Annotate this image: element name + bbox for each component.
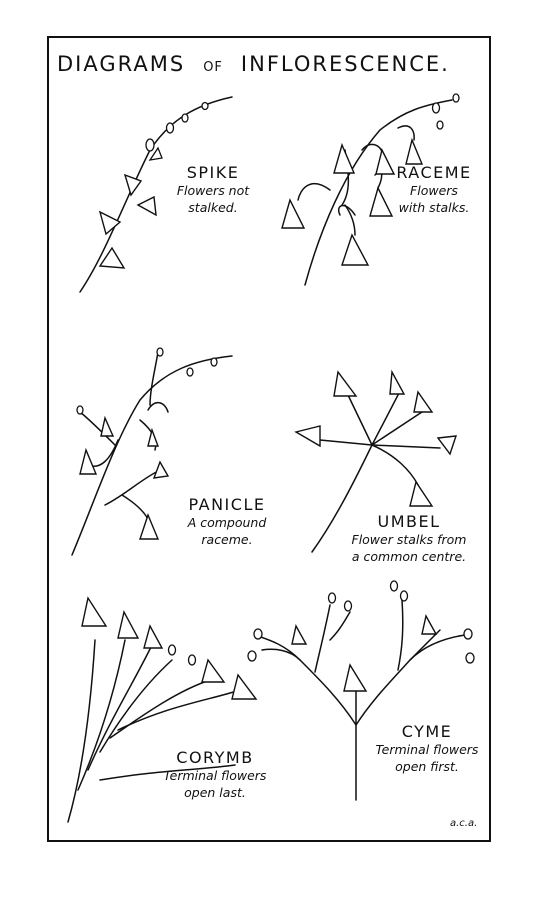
umbel-flower	[436, 435, 458, 456]
cyme-bud	[247, 650, 257, 662]
panicle-desc-line1: A compound	[187, 515, 267, 530]
cyme-bud	[399, 590, 409, 602]
panicle-flower	[152, 460, 170, 479]
spike-flower	[123, 173, 143, 197]
raceme-bud	[436, 120, 444, 130]
panicle-label: PANICLE A compound raceme.	[162, 495, 292, 548]
corymb-desc-line2: open last.	[184, 785, 246, 800]
panicle-name: PANICLE	[188, 495, 266, 514]
umbel-label: UMBEL Flower stalks from a common centre…	[334, 512, 484, 565]
panicle-bud	[156, 347, 164, 357]
panicle-desc-line2: raceme.	[201, 532, 253, 547]
corymb-diagram	[67, 596, 258, 823]
cyme-desc-line2: open first.	[395, 759, 459, 774]
cyme-flower	[343, 663, 368, 692]
raceme-desc-line1: Flowers	[410, 183, 458, 198]
raceme-flower	[375, 147, 396, 175]
corymb-name: CORYMB	[176, 748, 254, 767]
title-main: DIAGRAMS	[57, 52, 186, 76]
umbel-flower	[389, 369, 406, 395]
corymb-flower	[231, 673, 258, 700]
raceme-bud	[431, 102, 441, 114]
cyme-flower	[291, 624, 308, 645]
artist-signature: a.c.a.	[450, 818, 478, 829]
spike-desc-line2: stalked.	[188, 200, 238, 215]
spike-diagram	[79, 96, 233, 293]
umbel-flower	[294, 425, 321, 448]
panicle-flower	[147, 427, 160, 447]
spike-name: SPIKE	[186, 163, 240, 182]
corymb-flower	[81, 596, 108, 627]
umbel-desc-line2: a common centre.	[351, 549, 467, 564]
raceme-flower	[405, 137, 424, 165]
panicle-bud	[210, 357, 218, 367]
panicle-bud	[186, 367, 194, 377]
raceme-bud	[452, 93, 460, 103]
raceme-flower	[341, 233, 370, 266]
title-subject: INFLORESCENCE.	[240, 52, 450, 76]
title-of: OF	[203, 60, 223, 75]
corymb-flower	[117, 610, 140, 639]
spike-flower	[98, 210, 122, 236]
umbel-flower	[333, 370, 358, 397]
raceme-name: RACEME	[396, 163, 472, 182]
cyme-bud	[389, 580, 399, 592]
cyme-diagram	[247, 580, 475, 801]
umbel-diagram	[294, 369, 458, 553]
spike-bud	[148, 146, 163, 161]
cyme-bud	[343, 600, 353, 612]
spike-desc-line1: Flowers not	[176, 183, 250, 198]
umbel-flower	[413, 390, 434, 413]
panicle-flower	[139, 513, 160, 540]
spike-bud	[201, 101, 209, 111]
umbel-flower	[409, 480, 434, 507]
panicle-flower	[79, 447, 98, 475]
corymb-flower	[201, 658, 226, 683]
umbel-name: UMBEL	[377, 512, 441, 531]
spike-flower	[98, 246, 126, 269]
panicle-diagram	[71, 347, 233, 556]
raceme-flower	[333, 142, 356, 174]
spike-flower	[136, 195, 157, 217]
spike-label: SPIKE Flowers not stalked.	[158, 163, 268, 216]
plate-title: DIAGRAMS OF INFLORESCENCE.	[57, 52, 450, 76]
raceme-desc-line2: with stalks.	[398, 200, 470, 215]
plate-frame	[47, 36, 491, 842]
corymb-label: CORYMB Terminal flowers open last.	[150, 748, 280, 801]
panicle-bud	[76, 405, 84, 415]
cyme-label: CYME Terminal flowers open first.	[362, 722, 492, 775]
spike-bud	[165, 122, 175, 134]
spike-bud	[145, 138, 155, 152]
corymb-bud	[167, 644, 177, 656]
cyme-name: CYME	[401, 722, 453, 741]
cyme-desc-line1: Terminal flowers	[375, 742, 479, 757]
corymb-desc-line1: Terminal flowers	[163, 768, 267, 783]
raceme-label: RACEME Flowers with stalks.	[380, 163, 488, 216]
corymb-bud	[187, 654, 197, 666]
umbel-desc-line1: Flower stalks from	[351, 532, 467, 547]
spike-bud	[181, 113, 189, 123]
raceme-flower	[281, 198, 306, 229]
raceme-flower	[369, 186, 394, 217]
cyme-flower	[421, 614, 438, 635]
cyme-bud	[327, 592, 337, 604]
raceme-diagram	[281, 93, 460, 286]
cyme-bud	[253, 628, 263, 640]
cyme-bud	[463, 628, 473, 640]
panicle-flower	[100, 415, 115, 437]
cyme-bud	[465, 652, 475, 664]
corymb-flower	[143, 624, 164, 649]
